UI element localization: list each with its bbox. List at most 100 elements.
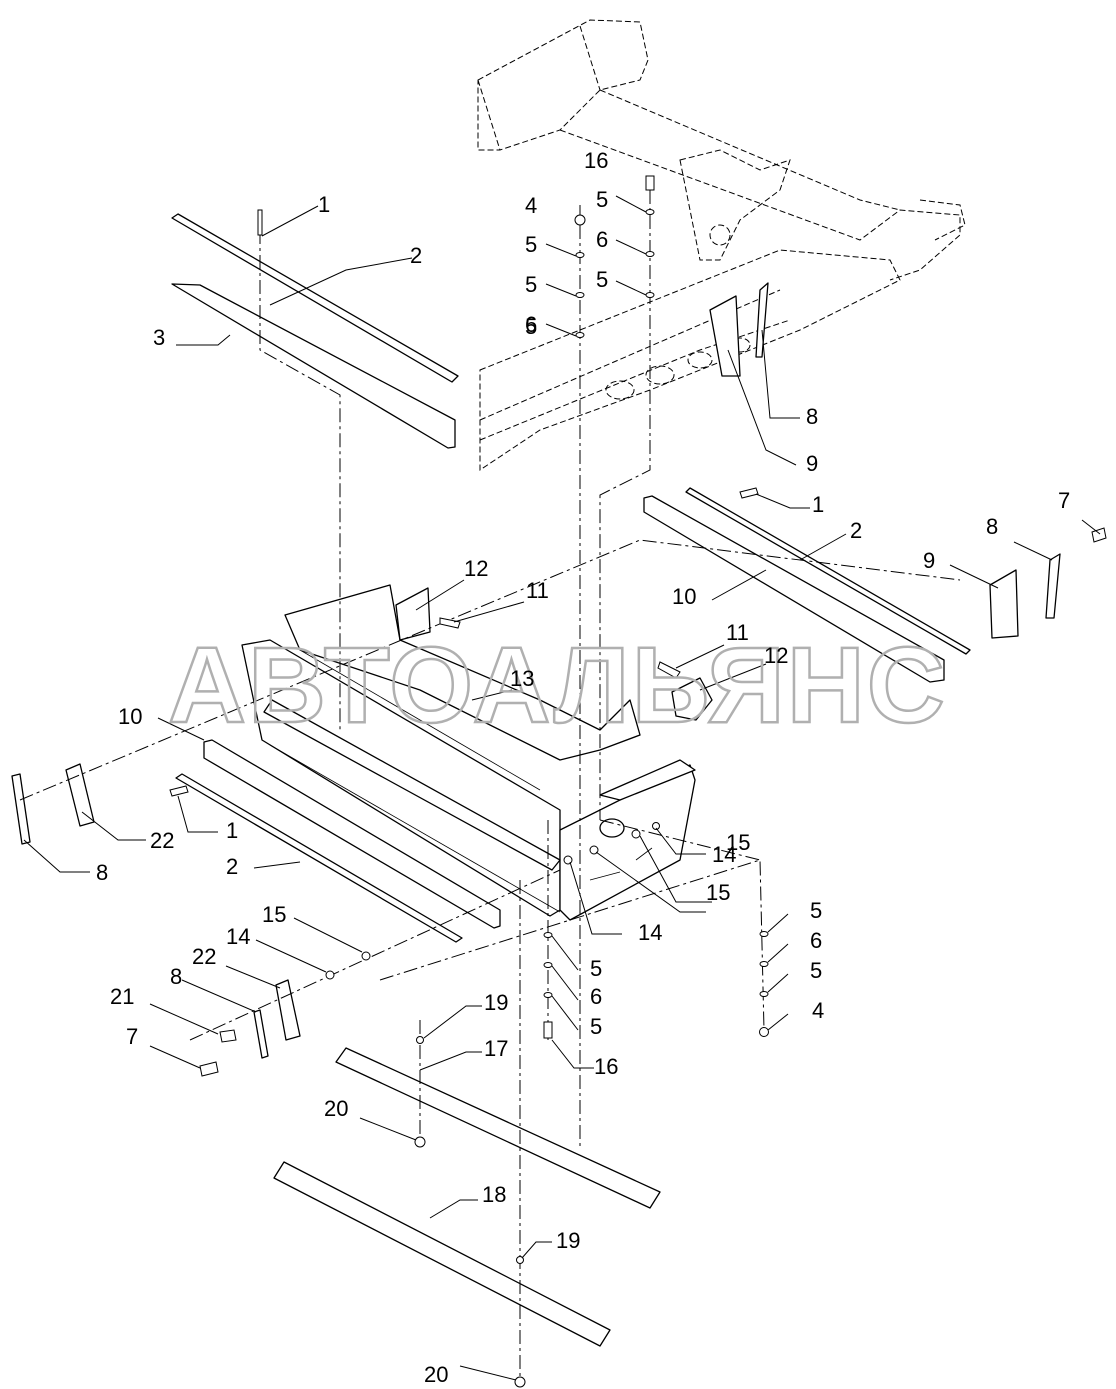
callout: 8 [806, 404, 818, 429]
trim-strip-2-right [685, 487, 971, 655]
callout: 5 [525, 232, 537, 257]
plate-8-lower [253, 1009, 269, 1059]
bolt-1-upper [257, 209, 263, 236]
plate-9-upper [709, 295, 741, 377]
right-parts [643, 282, 1061, 683]
bolt-1-lower [169, 785, 189, 797]
callout: 1 [226, 818, 238, 843]
callout: 8 [96, 860, 108, 885]
bolt-16-lower [543, 1021, 553, 1039]
callout: 14 [712, 842, 736, 867]
callout: 5 [590, 1014, 602, 1039]
callout-labels: 1 2 3 4 5 5 6 5 16 5 6 5 8 9 1 2 10 7 8 … [96, 148, 1070, 1387]
channel-17 [335, 1047, 661, 1209]
upper-left-parts [171, 213, 459, 449]
center-lines [19, 190, 961, 1380]
callout: 8 [986, 514, 998, 539]
washer-6-a [575, 292, 585, 298]
callout: 8 [170, 964, 182, 989]
body-oval-port [599, 818, 625, 838]
callout: 9 [923, 548, 935, 573]
callout: 2 [410, 243, 422, 268]
washer-5-f [543, 992, 553, 998]
callout: 2 [850, 518, 862, 543]
callout: 6 [596, 227, 608, 252]
hardware [169, 175, 1107, 1388]
callout: 15 [726, 830, 750, 855]
trim-strip-2-upper [171, 213, 459, 383]
callout: 1 [812, 492, 824, 517]
callout: 14 [638, 920, 662, 945]
callout: 10 [672, 584, 696, 609]
nut-4-upper [574, 214, 586, 226]
callout: 6 [810, 928, 822, 953]
callout: 7 [126, 1024, 138, 1049]
watermark-text: АВТОАЛЬЯНС [168, 624, 947, 745]
lower-parts [11, 763, 661, 1347]
washer-15-a [631, 829, 641, 839]
callout: 22 [150, 828, 174, 853]
bolt-7-right [1091, 527, 1107, 543]
bolt-11-upper [439, 617, 461, 629]
washer-19-b [516, 1256, 524, 1264]
callout: 11 [526, 578, 549, 603]
callout: 2 [226, 854, 238, 879]
plate-22-lower [275, 979, 301, 1041]
washer-15-c [361, 951, 371, 961]
leader-lines [23, 195, 1101, 1381]
panel-10-left [203, 739, 501, 929]
callout: 5 [596, 187, 608, 212]
callout: 6 [525, 312, 537, 337]
callout: 13 [510, 666, 534, 691]
callout: 3 [153, 325, 165, 350]
body-side-flange [599, 759, 696, 801]
washer-5-h [759, 991, 769, 997]
callout: 19 [484, 990, 508, 1015]
callout: 12 [764, 643, 788, 668]
callout: 20 [324, 1096, 348, 1121]
washer-14-b [563, 855, 573, 865]
callout: 14 [226, 924, 250, 949]
callout: 20 [424, 1362, 448, 1387]
washer-6-d [759, 961, 769, 967]
callout: 6 [590, 984, 602, 1009]
bolt-16-upper [645, 175, 655, 191]
panel-10-right [643, 495, 945, 683]
callout: 5 [810, 958, 822, 983]
callout: 4 [525, 193, 537, 218]
callout: 5 [590, 956, 602, 981]
callout: 10 [118, 704, 142, 729]
callout: 7 [1058, 488, 1070, 513]
bracket-12-right [671, 677, 713, 721]
chassis-frame-ghost [477, 19, 966, 471]
nut-20-a [414, 1136, 426, 1148]
channel-18 [273, 1161, 611, 1347]
callout: 15 [262, 902, 286, 927]
callout: 15 [706, 880, 730, 905]
washer-6-c [543, 962, 553, 968]
callout: 19 [556, 1228, 580, 1253]
bolt-1-right [739, 487, 759, 499]
callout: 22 [192, 944, 216, 969]
body-right-end [559, 764, 696, 921]
washer-5-a [575, 252, 585, 258]
bolt-21 [219, 1029, 237, 1043]
washer-5-g [759, 931, 769, 937]
callout: 4 [812, 998, 824, 1023]
callout: 16 [594, 1054, 618, 1079]
plate-8-left [11, 773, 31, 845]
washer-6-b [645, 251, 655, 257]
main-body [175, 584, 713, 943]
washer-5-e [543, 932, 553, 938]
washer-5-b [575, 332, 585, 338]
callout: 5 [596, 267, 608, 292]
callout: 9 [806, 451, 818, 476]
washer-14-c [325, 970, 335, 980]
washer-14-a [652, 822, 660, 830]
washer-5-d [645, 292, 655, 298]
callout: 5 [525, 314, 537, 339]
callout: 16 [584, 148, 608, 173]
washer-5-c [645, 209, 655, 215]
